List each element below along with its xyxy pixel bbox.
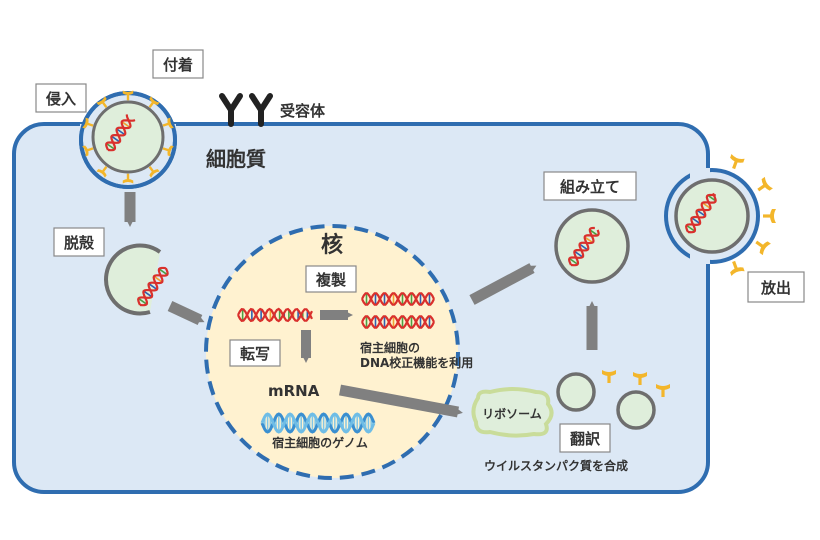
receptor-icons xyxy=(219,93,273,127)
label-attach: 付着 xyxy=(152,49,204,79)
svg-text:付着: 付着 xyxy=(163,56,193,74)
new-capsid-2 xyxy=(616,390,656,430)
svg-text:脱殻: 脱殻 xyxy=(64,234,95,252)
releasing-virus xyxy=(664,153,776,277)
arrow-mrna-to-ribosome xyxy=(338,384,463,418)
replicated-dna-1 xyxy=(361,292,435,306)
label-protein-synthesis: ウイルスタンパク質を合成 xyxy=(484,458,628,473)
ribosome xyxy=(471,387,554,438)
label-cytoplasm: 細胞質 xyxy=(206,147,266,171)
label-mrna: mRNA xyxy=(268,382,320,400)
uncoated-capsid xyxy=(104,243,169,316)
svg-text:複製: 複製 xyxy=(315,271,346,289)
arrow-dna-to-nucleus xyxy=(167,301,205,325)
svg-text:侵入: 侵入 xyxy=(45,90,76,108)
releasing-virus-dna xyxy=(685,192,717,234)
svg-text:組み立て: 組み立て xyxy=(560,178,620,196)
new-capsid-1 xyxy=(556,372,596,412)
label-proofreading-1: 宿主細胞の xyxy=(360,340,420,355)
label-proofreading-2: DNA校正機能を利用 xyxy=(360,355,473,370)
label-entry: 侵入 xyxy=(35,83,87,113)
svg-text:転写: 転写 xyxy=(240,345,270,363)
entering-virus xyxy=(79,90,177,189)
label-nucleus: 核 xyxy=(321,232,343,258)
assembled-virus-dna xyxy=(567,226,600,267)
label-ribosome: リボソーム xyxy=(482,406,542,421)
label-host-genome: 宿主細胞のゲノム xyxy=(272,435,368,450)
assembled-virus xyxy=(554,208,630,284)
arrow-nucleus-to-assembly xyxy=(469,263,537,305)
label-receptor: 受容体 xyxy=(280,102,326,120)
label-transcription: 転写 xyxy=(229,339,281,367)
viral-dna-nucleus xyxy=(237,307,313,323)
label-assembly: 組み立て xyxy=(543,171,637,201)
svg-text:翻訳: 翻訳 xyxy=(570,430,601,448)
label-replication: 複製 xyxy=(305,265,357,293)
entering-virus-dna xyxy=(105,114,136,152)
replicated-dna-2 xyxy=(361,315,435,329)
label-translation: 翻訳 xyxy=(559,423,611,453)
host-genome-dna xyxy=(260,412,376,434)
label-release: 放出 xyxy=(747,271,805,303)
svg-text:放出: 放出 xyxy=(760,279,791,297)
released-dna xyxy=(137,266,169,307)
label-uncoating: 脱殻 xyxy=(53,227,105,257)
